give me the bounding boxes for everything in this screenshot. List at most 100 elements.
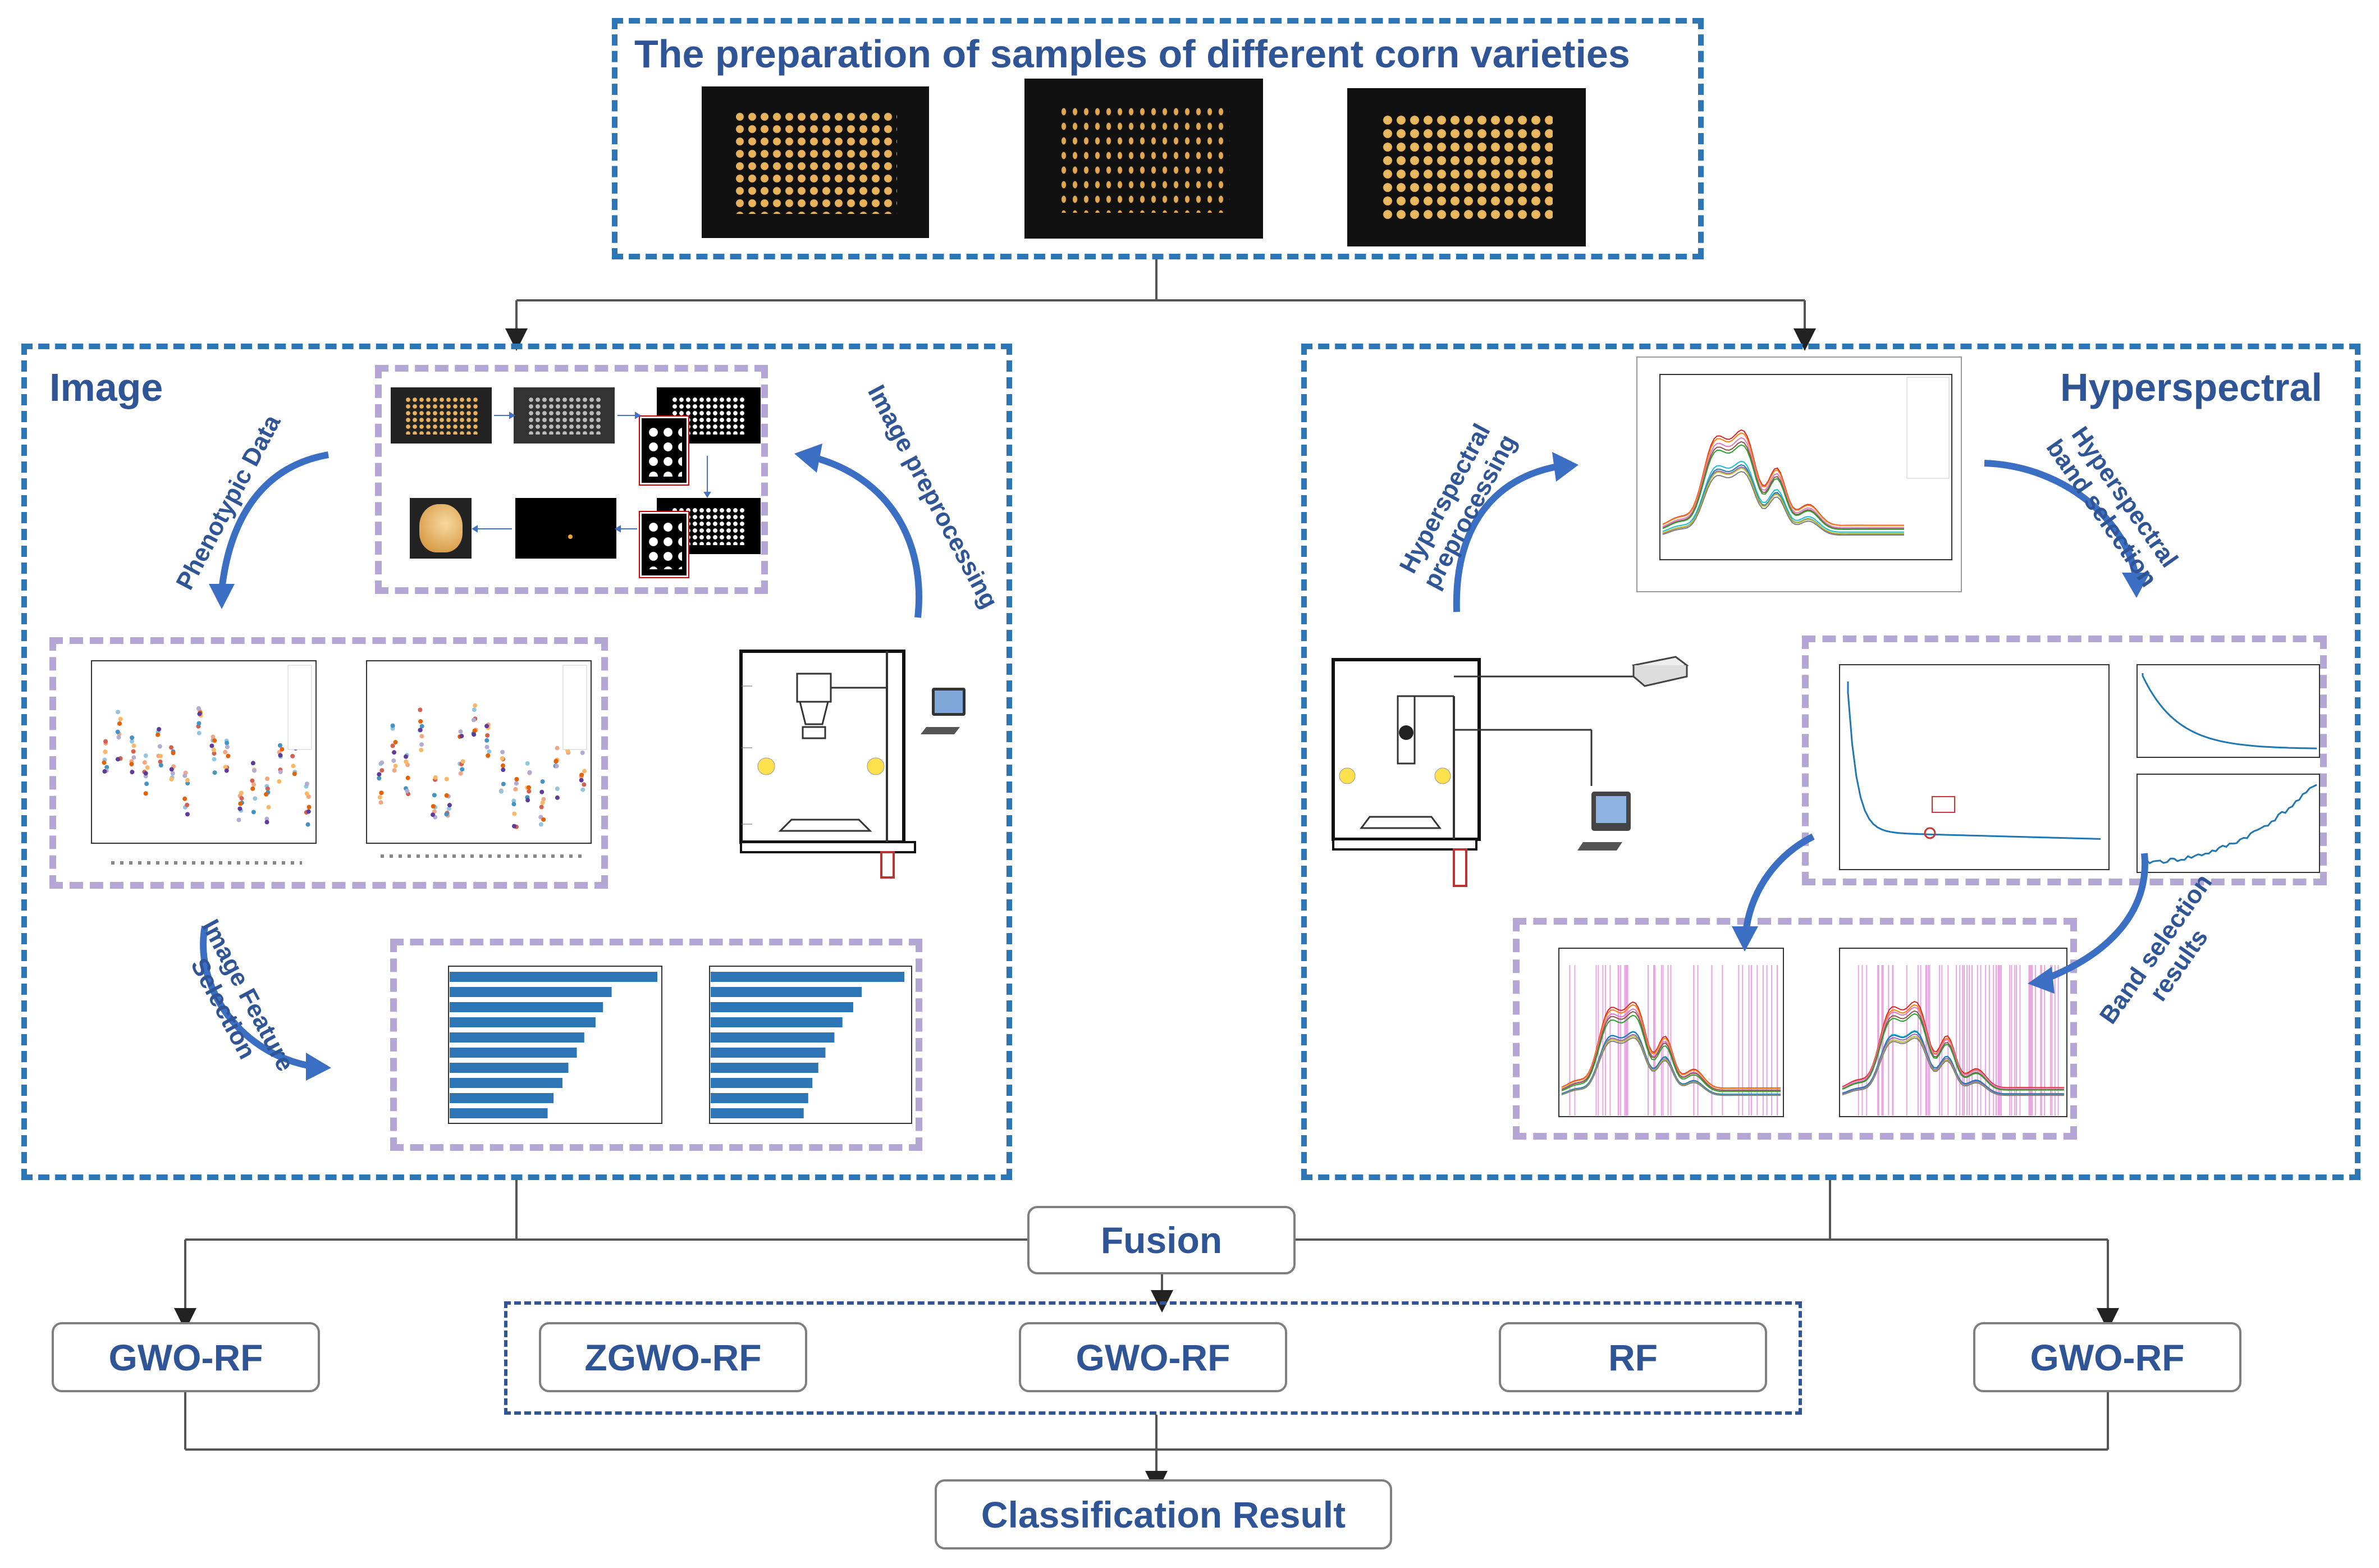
scatter-point (484, 724, 489, 729)
feature-ranking-bar-charts (448, 966, 912, 1124)
scatter-point (171, 751, 176, 756)
scatter-point (158, 753, 163, 758)
scatter-point (527, 770, 532, 775)
monte-carlo-curve (2142, 784, 2317, 865)
scatter-point (379, 790, 384, 796)
scatter-point (582, 769, 587, 774)
scatter-point (580, 787, 585, 792)
feature-bar (711, 1093, 808, 1103)
scatter-point (511, 802, 516, 807)
scatter-point (392, 750, 397, 755)
feature-bar (450, 1093, 554, 1103)
scatter-point (405, 789, 410, 794)
scatter-point (103, 739, 108, 744)
scatter-point (116, 757, 121, 762)
scatter-point (102, 760, 107, 765)
scatter-point (392, 768, 397, 773)
scatter-point (278, 753, 283, 758)
band-spectrum-lines-left (1561, 1001, 1781, 1096)
stage-b-thumbnail (514, 387, 615, 444)
scatter-point (225, 740, 230, 746)
scatter-point (278, 770, 283, 775)
scatter-point (419, 747, 424, 752)
scatter-point (104, 765, 109, 770)
scatter-point (239, 790, 244, 796)
average-spectrum-chart (1636, 356, 1962, 592)
scatter-point (540, 800, 545, 805)
scatter-point (501, 781, 506, 787)
scatter-point (431, 804, 436, 809)
feature-ranking-panel (390, 939, 922, 1151)
stage-d-zoom (639, 511, 689, 578)
scatter-point (404, 759, 409, 764)
scatter-point (525, 761, 530, 766)
scatter-point (393, 764, 398, 769)
scatter-point (458, 729, 463, 734)
scatter-point (131, 749, 136, 754)
scatter-point (131, 743, 136, 748)
scatter-point (117, 721, 122, 726)
pipeline-arrows (472, 412, 711, 533)
scatter-point (236, 817, 241, 822)
spectrum-line (1662, 467, 1904, 534)
feature-bar (711, 1108, 804, 1118)
corn-sample-photo-3 (1347, 88, 1586, 246)
image-section-title: Image (49, 365, 163, 409)
scatter-point (460, 759, 465, 764)
scatter-point (305, 822, 310, 827)
single-kernel-thumbnail (410, 498, 472, 559)
hyperspectral-camera-setup (1332, 656, 1689, 887)
scatter-point (419, 742, 424, 747)
band-selection-panel (1802, 636, 2327, 885)
model-gwo-rf-hyperspectral: GWO-RF (1973, 1322, 2241, 1392)
feature-bar (450, 1032, 584, 1043)
scatter-point (498, 789, 504, 794)
scatter-point (157, 744, 162, 749)
scatter-point (182, 796, 187, 801)
scatter-point (501, 763, 506, 768)
spectrum-line (1842, 1037, 2064, 1096)
image-section (21, 344, 1012, 1180)
scatter-point (539, 789, 545, 794)
scatter-point (500, 756, 505, 761)
scatter-point (185, 778, 190, 783)
spectrum-line (1662, 432, 1904, 526)
scatter-point (196, 721, 202, 726)
scatter-point (472, 732, 477, 737)
scatter-point (527, 785, 532, 790)
scatter-point (170, 771, 175, 776)
hyperspectral-section-title: Hyperspectral (2060, 365, 2322, 409)
feature-bar (711, 1063, 818, 1073)
scatter-point (143, 771, 148, 776)
scatter-point (130, 735, 135, 740)
phenotypic-scatter-panel (49, 637, 608, 889)
scatter-point (252, 768, 257, 773)
scatter-point (404, 754, 409, 759)
spectrum-line (1842, 1007, 2064, 1089)
scatter-point (500, 749, 505, 755)
scatter-point (264, 816, 269, 821)
model-gwo-rf-image: GWO-RF (52, 1322, 320, 1392)
stage-c-zoom (639, 415, 689, 486)
scatter-point (472, 707, 477, 712)
feature-bar (711, 972, 904, 982)
dark-box-camera-setup (739, 650, 966, 879)
fusion-models-group (504, 1301, 1802, 1415)
model-rf-fusion: RF (1499, 1322, 1767, 1392)
spectrum-line (1842, 1031, 2064, 1095)
scatter-point (582, 782, 587, 787)
scatter-point (541, 797, 546, 802)
scatter-point (251, 810, 256, 815)
scatter-point (378, 800, 383, 805)
scatter-point (580, 750, 585, 755)
classification-result-node: Classification Result (935, 1479, 1392, 1549)
scatter-point (158, 763, 163, 768)
scatter-point (143, 753, 148, 758)
scatter-point (433, 775, 438, 780)
model-gwo-rf-fusion: GWO-RF (1019, 1322, 1287, 1392)
scatter-point (473, 703, 478, 708)
scatter-point (304, 791, 309, 796)
feature-bar (711, 1048, 826, 1058)
selected-band-spectra (1558, 948, 2067, 1117)
scatter-point (418, 707, 423, 712)
